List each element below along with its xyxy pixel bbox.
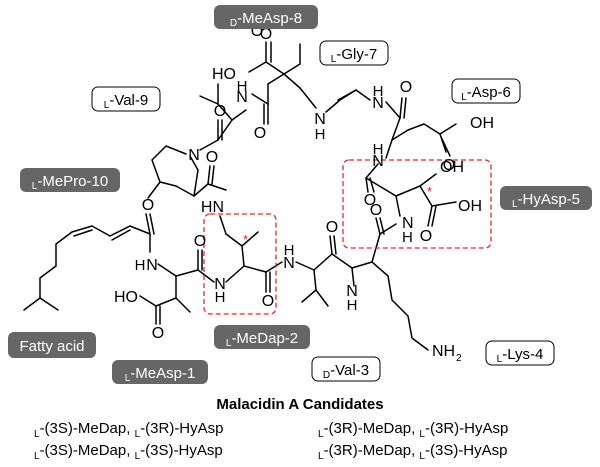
- oxygen-label: O: [370, 202, 382, 219]
- bond-skeleton: [23, 41, 457, 351]
- stereo-prefix: L: [134, 451, 141, 462]
- oxygen-label: O: [152, 325, 164, 342]
- svg-text:L-MePro-10: L-MePro-10: [32, 173, 108, 192]
- h-label: H: [373, 141, 384, 158]
- h-label: H: [215, 289, 226, 306]
- stereo-prefix: L: [134, 429, 141, 440]
- svg-text:D-MeAsp-8: D-MeAsp-8: [230, 10, 302, 29]
- oh-label: OH: [458, 198, 482, 215]
- oh-label: OH: [470, 115, 494, 132]
- svg-text:L-Val-9: L-Val-9: [104, 92, 148, 111]
- candidate-line: L-(3R)-MeDap, L-(3R)-HyAsp: [318, 420, 509, 440]
- n-label: N: [146, 257, 158, 274]
- malacidin-structure: HO O O O N H N H N H O OH O N H O OH O O…: [8, 5, 592, 384]
- tag-d-val-3: D-Val-3: [311, 356, 381, 382]
- stereo-prefix: L: [34, 429, 40, 440]
- oxygen-label: O: [214, 103, 226, 120]
- tag-d-measp-8: D-MeAsp-8: [214, 5, 318, 29]
- candidate-line: L-(3R)-MeDap, L-(3S)-HyAsp: [318, 442, 508, 462]
- n-label: N: [283, 255, 295, 272]
- oxygen-label: O: [206, 149, 218, 166]
- atom-labels: HO O O O N H N H N H O OH O N H O OH O O…: [114, 23, 494, 364]
- n-label: N: [314, 111, 326, 128]
- n-label: N: [346, 283, 358, 300]
- oxygen-label: O: [400, 79, 412, 96]
- caption-title: Malacidin A Candidates: [216, 396, 384, 413]
- svg-text:L-Gly-7: L-Gly-7: [331, 46, 377, 65]
- tag-l-measp-1: L-MeAsp-1: [112, 360, 208, 384]
- svg-text:L-Asp-6: L-Asp-6: [461, 84, 511, 103]
- n-label: N: [188, 147, 200, 164]
- tag-l-hyasp-5: L-HyAsp-5: [500, 186, 592, 210]
- oxygen-label: O: [194, 233, 206, 250]
- tag-l-gly-7: L-Gly-7: [319, 40, 389, 66]
- tag-l-asp-6: L-Asp-6: [451, 78, 521, 104]
- stereo-prefix: L: [34, 451, 40, 462]
- candidate-line: L-(3S)-MeDap, L-(3R)-HyAsp: [34, 420, 224, 440]
- oxygen-label: O: [364, 192, 376, 209]
- oxygen-label: O: [443, 157, 455, 174]
- hooc-label-asp8: HO: [212, 66, 236, 83]
- oh-label: OH: [440, 159, 464, 176]
- nh2-label-sub: 2: [456, 353, 462, 364]
- stereo-prefix: L: [318, 429, 324, 440]
- oxygen-label: O: [262, 293, 274, 310]
- candidate-line: L-(3S)-MeDap, L-(3S)-HyAsp: [34, 442, 223, 462]
- svg-text:D-Val-3: D-Val-3: [323, 362, 369, 381]
- stereo-star-medap: *: [243, 232, 248, 247]
- stereo-star-hyasp: *: [427, 184, 432, 199]
- stereo-prefix: L: [318, 451, 324, 462]
- n-label: N: [372, 153, 384, 170]
- hn-label: HN: [201, 199, 224, 216]
- n-label: N: [214, 276, 226, 293]
- nh2-label-n: NH: [432, 343, 455, 360]
- svg-text:L-HyAsp-5: L-HyAsp-5: [512, 191, 580, 210]
- residue-tags: D-MeAsp-8 L-Gly-7 L-Val-9 L-Asp-6 L-MePr…: [8, 5, 592, 384]
- stereo-prefix: L: [419, 429, 425, 440]
- h-label: H: [347, 297, 358, 314]
- h-label: H: [135, 257, 146, 274]
- tag-l-medap-2: L-MeDap-2: [214, 325, 310, 349]
- tag-l-lys-4: L-Lys-4: [485, 340, 555, 366]
- oxygen-label: O: [326, 219, 338, 236]
- n-label: N: [372, 95, 384, 112]
- svg-text:L-MeDap-2: L-MeDap-2: [226, 330, 298, 349]
- tag-l-mepro-10: L-MePro-10: [20, 168, 120, 192]
- h-label: H: [402, 229, 413, 246]
- svg-text:L-Lys-4: L-Lys-4: [497, 346, 544, 365]
- oxygen-label: O: [254, 125, 266, 142]
- h-label: H: [284, 242, 295, 259]
- h-label: H: [315, 126, 326, 143]
- n-label: N: [236, 89, 248, 106]
- oxygen-label: O: [260, 26, 272, 43]
- h-label: H: [237, 78, 248, 95]
- h-label: H: [373, 83, 384, 100]
- tag-l-val-9: L-Val-9: [91, 86, 161, 112]
- stereocenter-highlights: [203, 159, 492, 315]
- stereo-prefix: L: [419, 451, 425, 462]
- svg-text:Fatty acid: Fatty acid: [19, 338, 84, 355]
- ho-label: HO: [114, 289, 138, 306]
- n-label: N: [402, 215, 414, 232]
- svg-text:L-MeAsp-1: L-MeAsp-1: [125, 365, 196, 384]
- oxygen-label: O: [142, 197, 154, 214]
- oxygen-label: O: [420, 228, 432, 245]
- tag-fatty-acid: Fatty acid: [8, 332, 96, 358]
